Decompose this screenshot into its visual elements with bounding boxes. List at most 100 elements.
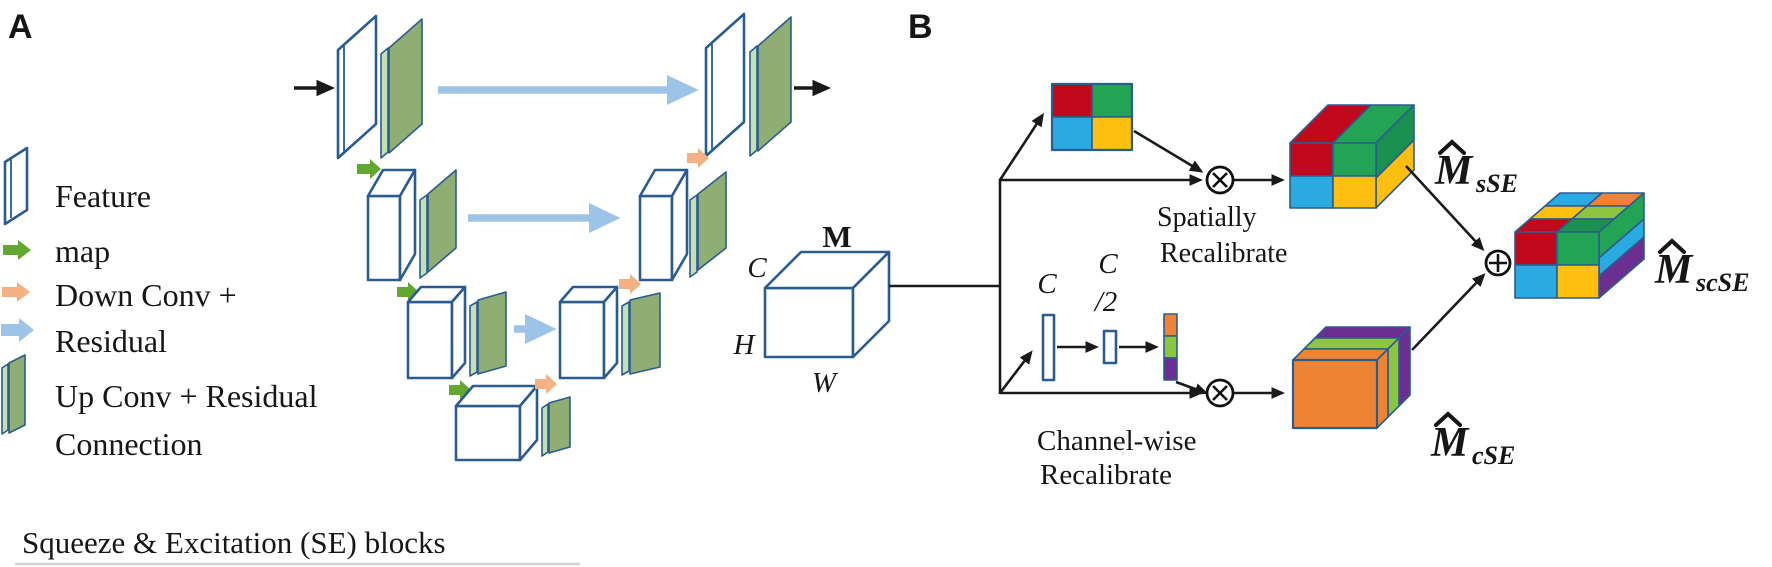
channel-slab-side xyxy=(1387,337,1400,418)
width-dim-label: W xyxy=(812,367,839,399)
channel-slab-top xyxy=(1292,348,1389,361)
cube-front-tile xyxy=(1556,264,1600,299)
cse-output-cube xyxy=(1291,326,1411,430)
unet-diagram xyxy=(294,12,832,462)
fc2-label-top: C xyxy=(1098,248,1118,280)
feature-map-panel xyxy=(704,12,746,158)
channel-recalibration-path: C C /2 Channel-wise Recalibrate xyxy=(998,248,1515,491)
up-conv-panel-edge xyxy=(689,194,698,278)
cube-front-tile xyxy=(1556,231,1600,266)
up-orange-arrow-icon xyxy=(619,274,641,294)
map-to-multiply-arrow xyxy=(1133,129,1204,173)
channel-slab-side xyxy=(1398,326,1411,407)
tensor-name-label: M xyxy=(822,219,851,254)
legend-label: Connection xyxy=(55,426,203,462)
channel-slab-top xyxy=(1314,326,1411,339)
channel-caption-line2: Recalibrate xyxy=(1040,459,1172,491)
attention-map-border xyxy=(1050,82,1134,152)
fc1-label: C xyxy=(1037,268,1057,300)
figure-caption: Squeeze & Excitation (SE) blocks xyxy=(22,525,446,560)
sse-to-add-arrow xyxy=(1405,165,1485,252)
blue-arrow-icon xyxy=(1,318,34,342)
bottleneck-level-4 xyxy=(454,384,571,462)
up-conv-panel-edge xyxy=(380,47,389,159)
attention-tile xyxy=(1091,116,1133,151)
spatial-caption-line2: Recalibrate xyxy=(1160,238,1287,269)
sse-output-label: M sSE xyxy=(1434,139,1518,198)
attention-tile xyxy=(1091,83,1133,118)
up-conv-panel xyxy=(697,171,727,271)
weight-segment xyxy=(1163,357,1178,381)
up-conv-panel xyxy=(388,18,423,154)
channel-caption-line1: Channel-wise xyxy=(1037,425,1196,457)
green-panel-icon-edge xyxy=(1,363,9,435)
cube-front-face xyxy=(763,286,855,359)
height-dim-label: H xyxy=(733,329,757,361)
add-icon xyxy=(1484,249,1512,277)
feature-map-panel xyxy=(406,300,454,380)
input-tensor-cube: M C H W xyxy=(733,219,891,399)
cse-label-sub: cSE xyxy=(1472,441,1515,470)
cube-side-face xyxy=(518,384,539,462)
panel-side-face xyxy=(602,285,619,380)
legend-label: Residual xyxy=(55,323,167,359)
feature-map-panel xyxy=(366,194,402,282)
decoder-level-1 xyxy=(704,12,792,158)
up-conv-panel-edge xyxy=(541,403,549,457)
feature-map-panel xyxy=(558,300,606,380)
feature-map-panel xyxy=(336,14,378,160)
cube-front-tile xyxy=(1514,231,1558,266)
panel-side-face xyxy=(450,285,467,380)
channel-slab-side xyxy=(1376,348,1389,429)
to-fc1-arrow xyxy=(998,350,1033,394)
hat-accent xyxy=(1434,411,1462,427)
panel-a: A xyxy=(1,8,832,566)
channel-weights-bar xyxy=(1163,313,1178,381)
channel-dim-label: C xyxy=(747,252,767,284)
up-conv-panel-edge xyxy=(469,301,478,377)
panel-b-label: B xyxy=(908,8,933,46)
cse-to-add-arrow xyxy=(1411,273,1486,351)
multiply-icon xyxy=(1205,165,1235,195)
cse-label-base: M xyxy=(1430,420,1470,466)
up-orange-arrow-icon xyxy=(687,148,709,168)
spatial-caption-line1: Spatially xyxy=(1157,202,1257,233)
scse-label-base: M xyxy=(1654,247,1694,293)
legend: Feature map Down Conv + Residual Up Conv… xyxy=(1,146,318,462)
up-conv-panel-edge xyxy=(749,45,758,157)
panel-side-face xyxy=(670,168,689,282)
channel-slab-top xyxy=(1303,337,1400,350)
to-spatial-map-arrow xyxy=(998,112,1044,181)
cube-side-face xyxy=(851,250,891,359)
attention-tile xyxy=(1051,116,1093,151)
cube-front-tile xyxy=(1289,142,1334,177)
up-conv-panel-edge xyxy=(621,301,630,376)
up-conv-panel xyxy=(548,396,571,454)
sse-label-base: M xyxy=(1434,148,1474,194)
spatial-attention-map xyxy=(1050,82,1134,152)
up-conv-panel xyxy=(477,291,507,375)
multiply-icon xyxy=(1205,378,1235,408)
up-orange-arrow-icon xyxy=(535,374,557,394)
decoder-level-3 xyxy=(558,285,661,380)
feature-map-panel-icon xyxy=(3,146,29,226)
legend-label: Feature xyxy=(55,178,151,214)
green-arrow-icon xyxy=(3,240,31,260)
legend-label: Up Conv + Residual xyxy=(55,378,318,414)
weights-to-multiply-arrow xyxy=(1175,380,1209,395)
weight-segment xyxy=(1163,335,1178,359)
down-green-arrow-icon xyxy=(357,159,381,179)
sse-output-cube xyxy=(1289,104,1415,209)
hat-accent xyxy=(1438,139,1466,155)
spatial-recalibration-path: Spatially Recalibrate M sSE xyxy=(998,82,1518,269)
fc2-bar xyxy=(1102,329,1118,365)
up-conv-panel xyxy=(427,169,457,273)
channel-slab-front xyxy=(1291,358,1379,430)
green-panel-icon xyxy=(8,354,26,434)
legend-label: map xyxy=(55,233,110,269)
encoder-level-3 xyxy=(406,285,507,380)
cube-front-tile xyxy=(1332,175,1377,209)
feature-map-panel xyxy=(638,194,674,282)
